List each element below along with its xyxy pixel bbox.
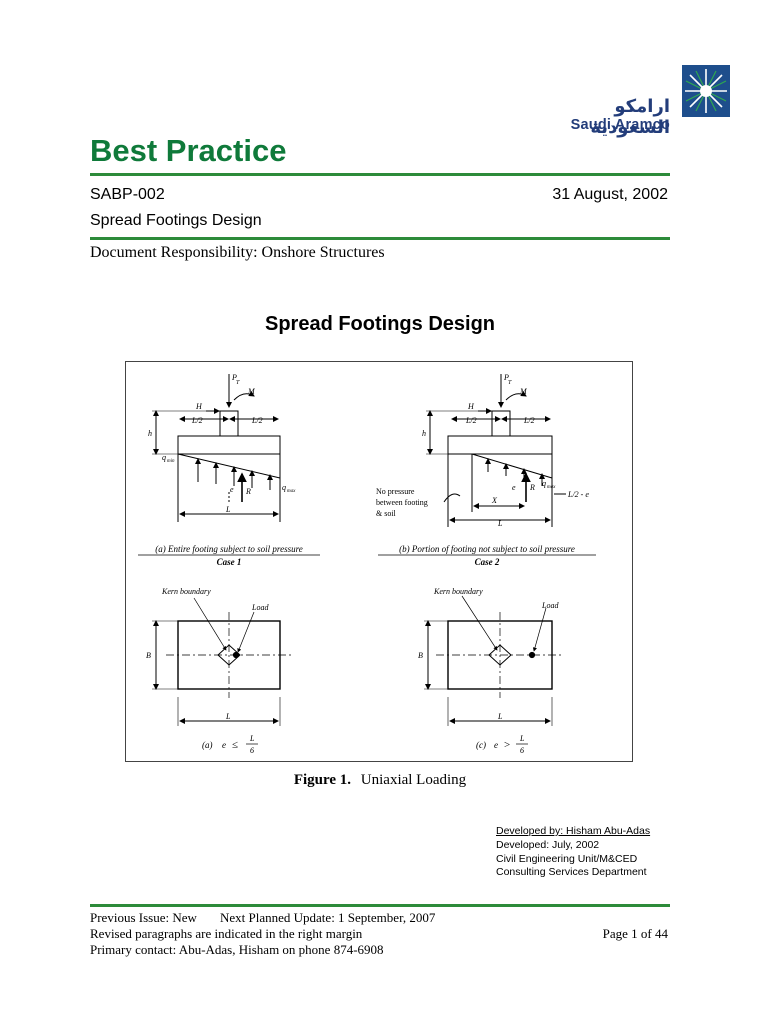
- page-heading: Spread Footings Design: [264, 313, 496, 335]
- case1-half-l-left: L/2: [191, 416, 203, 425]
- footer-next-update: Next Planned Update: 1 September, 2007: [220, 910, 436, 925]
- case1-column: [219, 410, 239, 437]
- cond-a-op: ≤: [232, 739, 238, 751]
- credit-developed-by: Developed by: Hisham Abu-Adas: [496, 825, 651, 837]
- footer-previous-issue: Previous Issue: New: [90, 910, 197, 925]
- plan-view-a: [152, 597, 292, 726]
- kern-label-a: Kern boundary: [161, 587, 211, 596]
- case2-diagram: [426, 374, 566, 527]
- l-label-a: L: [225, 712, 231, 721]
- kern-label-c: Kern boundary: [433, 587, 483, 596]
- svg-text:max: max: [287, 489, 296, 494]
- document-subtitle: Spread Footings Design: [90, 212, 262, 229]
- figure-caption: Figure 1. Uniaxial Loading: [0, 772, 760, 789]
- case1-footing: [177, 435, 281, 455]
- cond-a-e: e: [222, 740, 226, 750]
- credit-unit: Civil Engineering Unit/M&CED: [496, 853, 638, 865]
- cond-c-e: e: [494, 740, 498, 750]
- load-label-c: Load: [541, 601, 559, 610]
- footer-revised-note: Revised paragraphs are indicated in the …: [90, 926, 363, 941]
- svg-text:T: T: [236, 380, 240, 386]
- case1-r-label: R: [245, 487, 251, 496]
- cond-c-num: L: [519, 734, 525, 743]
- case1-qmin-label: q: [162, 453, 166, 462]
- case1-diagram: [152, 374, 281, 522]
- svg-text:max: max: [547, 485, 556, 490]
- no-pressure-line1: No pressure: [376, 487, 415, 496]
- l-label-c: L: [497, 712, 503, 721]
- cond-a-prefix: (a): [202, 740, 213, 750]
- case2-x-label: X: [491, 496, 498, 505]
- cond-c-prefix: (c): [476, 740, 486, 750]
- case1-caption: (a) Entire footing subject to soil press…: [155, 544, 303, 554]
- credit-department: Consulting Services Department: [496, 866, 647, 878]
- case2-name: Case 2: [475, 557, 500, 567]
- footer-divider: [90, 904, 670, 907]
- case2-caption: (b) Portion of footing not subject to so…: [399, 544, 575, 554]
- svg-text:min: min: [167, 459, 175, 464]
- document-date: 31 August, 2002: [552, 186, 668, 203]
- case1-e-label: e: [230, 485, 234, 494]
- case1-qmax-label: q: [282, 483, 286, 492]
- cond-a-den: 6: [250, 746, 254, 755]
- case2-l2e-label: L/2 - e: [567, 490, 589, 499]
- footer-contact: Primary contact: Abu-Adas, Hisham on pho…: [90, 942, 384, 957]
- logo-arabic-text: ارامكو السعودية: [590, 96, 670, 138]
- b-label-a: B: [146, 651, 151, 660]
- footer-page-number: Page 1 of 44: [602, 926, 668, 941]
- cond-a-num: L: [249, 734, 255, 743]
- document-responsibility: Document Responsibility: Onshore Structu…: [90, 244, 385, 261]
- case2-h-dim-label: h: [422, 429, 426, 438]
- cond-c-den: 6: [520, 746, 524, 755]
- figure-uniaxial-loading: P T M H L/2 L/2 h q min q max R e L: [125, 361, 633, 762]
- case1-h-force-label: H: [195, 402, 203, 411]
- case2-qmax-label: q: [542, 479, 546, 488]
- case1-m-label: M: [247, 387, 256, 396]
- cond-c-op: >: [504, 739, 510, 751]
- document-code: SABP-002: [90, 186, 165, 203]
- figure-caption-label: Figure 1.: [293, 772, 352, 788]
- credit-developed: Developed: July, 2002: [496, 839, 600, 851]
- case1-name: Case 1: [217, 557, 242, 567]
- case2-h-force-label: H: [467, 402, 475, 411]
- case1-half-l-right: L/2: [251, 416, 263, 425]
- header-divider-top: [90, 173, 670, 176]
- case2-pt-label: P: [503, 373, 509, 382]
- case1-l-label: L: [225, 505, 231, 514]
- header-divider-bottom: [90, 237, 670, 240]
- case2-e-label: e: [512, 483, 516, 492]
- case2-r-label: R: [529, 483, 535, 492]
- svg-text:T: T: [508, 380, 512, 386]
- b-label-c: B: [418, 651, 423, 660]
- case1-h-dim-label: h: [148, 429, 152, 438]
- no-pressure-line3: & soil: [376, 509, 397, 518]
- case2-m-label: M: [519, 387, 528, 396]
- case2-l-label: L: [497, 519, 503, 528]
- case2-half-l-left: L/2: [465, 416, 477, 425]
- case1-pt-label: P: [231, 373, 237, 382]
- figure-caption-text: Uniaxial Loading: [360, 772, 467, 788]
- logo-english-text: Saudi Aramco: [570, 117, 670, 133]
- load-label-a: Load: [251, 603, 269, 612]
- no-pressure-line2: between footing: [376, 498, 428, 507]
- case2-half-l-right: L/2: [523, 416, 535, 425]
- aramco-star-logo-icon: [682, 65, 730, 117]
- plan-view-c: [424, 595, 564, 726]
- document-title: Best Practice: [90, 133, 287, 168]
